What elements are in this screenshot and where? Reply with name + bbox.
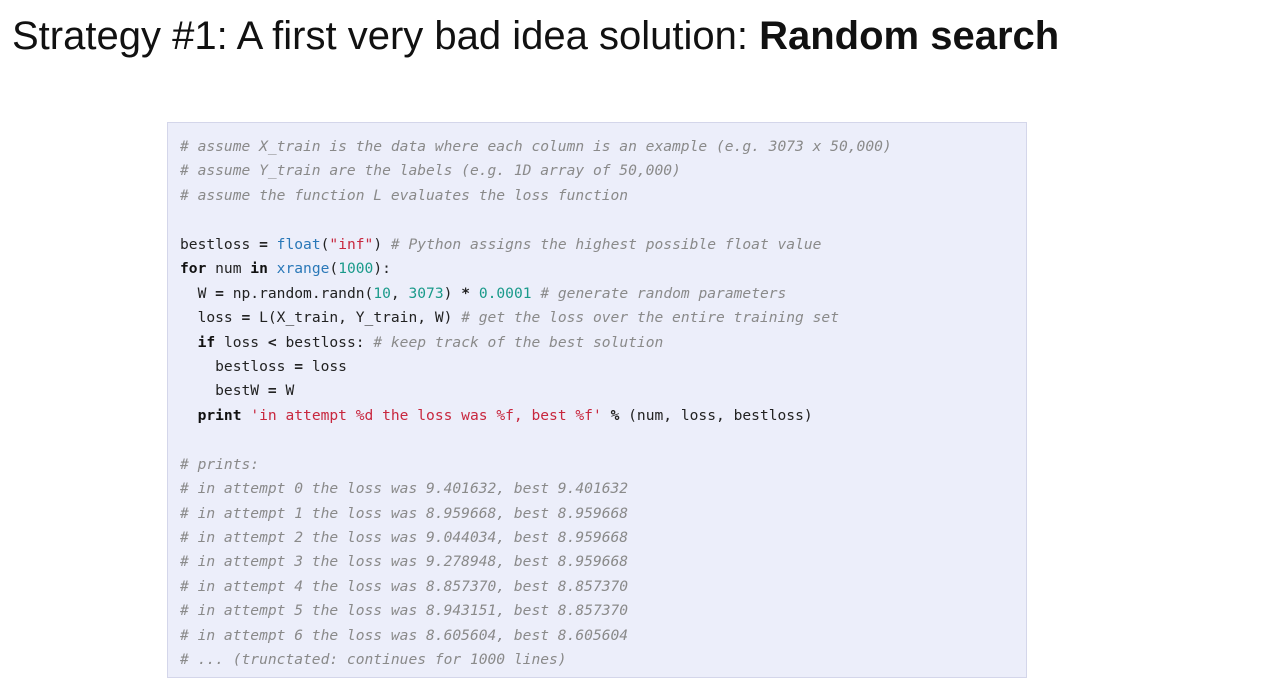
- code-token: [470, 285, 479, 302]
- code-comment: # generate random parameters: [540, 284, 787, 302]
- code-comment: # in attempt 2 the loss was 9.044034, be…: [180, 529, 629, 546]
- code-builtin: float: [276, 235, 321, 253]
- code-line-output: # in attempt 0 the loss was 9.401632, be…: [180, 477, 1026, 501]
- code-keyword: print: [197, 406, 242, 424]
- code-number: 0.0001: [478, 284, 532, 302]
- code-line-print: print 'in attempt %d the loss was %f, be…: [180, 404, 1026, 428]
- code-comment: # keep track of the best solution: [373, 333, 664, 351]
- code-token: np.random.randn(: [223, 284, 374, 302]
- code-keyword: for: [180, 260, 207, 278]
- code-line-bestloss-init: bestloss = float("inf") # Python assigns…: [180, 233, 1026, 257]
- code-string: "inf": [329, 235, 374, 253]
- code-comment: # assume the function L evaluates the lo…: [180, 186, 629, 204]
- code-token: [268, 260, 277, 277]
- code-line-output: # in attempt 5 the loss was 8.943151, be…: [180, 599, 1026, 623]
- code-line-output: # in attempt 3 the loss was 9.278948, be…: [180, 550, 1026, 574]
- code-operator: =: [294, 357, 304, 375]
- code-line-random-w: W = np.random.randn(10, 3073) * 0.0001 #…: [180, 282, 1026, 306]
- code-line-comment-2: # assume Y_train are the labels (e.g. 1D…: [180, 159, 1026, 183]
- code-line-loss: loss = L(X_train, Y_train, W) # get the …: [180, 306, 1026, 330]
- code-comment: # in attempt 4 the loss was 8.857370, be…: [180, 577, 629, 595]
- code-token: loss: [180, 309, 242, 327]
- code-operator: =: [215, 284, 224, 302]
- code-number: 1000: [338, 260, 374, 278]
- code-comment: # get the loss over the entire training …: [461, 309, 839, 327]
- code-line-output: # in attempt 1 the loss was 8.959668, be…: [180, 502, 1026, 526]
- code-line-output: # in attempt 2 the loss was 9.044034, be…: [180, 526, 1026, 550]
- code-block: # assume X_train is the data where each …: [167, 122, 1027, 678]
- code-comment: # assume X_train is the data where each …: [180, 138, 892, 155]
- code-token: (num, loss, bestloss): [619, 406, 813, 424]
- code-comment: # in attempt 6 the loss was 8.605604, be…: [180, 626, 629, 644]
- code-line-comment-1: # assume X_train is the data where each …: [180, 135, 1026, 159]
- code-token: num: [206, 260, 251, 278]
- code-operator: =: [241, 309, 251, 327]
- slide-title: Strategy #1: A first very bad idea solut…: [12, 12, 1059, 60]
- code-line-output: # prints:: [180, 453, 1026, 477]
- code-operator: *: [461, 284, 471, 302]
- code-operator: =: [259, 235, 268, 253]
- slide-title-prefix: Strategy #1: A first very bad idea solut…: [12, 14, 760, 58]
- code-token: bestloss: [180, 357, 295, 375]
- code-line-output: # in attempt 6 the loss was 8.605604, be…: [180, 624, 1026, 648]
- code-comment: # in attempt 1 the loss was 8.959668, be…: [180, 504, 629, 522]
- code-comment: # in attempt 0 the loss was 9.401632, be…: [180, 480, 629, 498]
- code-token: bestloss: [180, 235, 260, 253]
- code-token: loss: [215, 333, 268, 351]
- code-comment: # prints:: [180, 455, 260, 473]
- code-line-if: if loss < bestloss: # keep track of the …: [180, 331, 1026, 355]
- code-token: (: [320, 235, 330, 253]
- code-token: [602, 407, 611, 424]
- code-token: bestloss:: [276, 333, 374, 351]
- code-token: ): [373, 235, 391, 253]
- code-line-blank: [180, 428, 1026, 452]
- code-token: ):: [373, 260, 391, 278]
- code-operator: <: [267, 333, 277, 351]
- code-token: [180, 407, 198, 424]
- code-comment: # in attempt 5 the loss was 8.943151, be…: [180, 602, 629, 620]
- code-token: ,: [390, 284, 409, 302]
- code-string: 'in attempt %d the loss was %f, best %f': [250, 406, 602, 424]
- code-comment: # assume Y_train are the labels (e.g. 1D…: [180, 162, 681, 180]
- code-operator: %: [610, 406, 620, 424]
- code-line-output: # in attempt 4 the loss was 8.857370, be…: [180, 575, 1026, 599]
- code-comment: # Python assigns the highest possible fl…: [390, 235, 822, 253]
- code-token: W: [276, 382, 295, 400]
- code-token: W: [180, 284, 216, 302]
- code-keyword: if: [197, 333, 216, 351]
- code-token: (: [329, 260, 339, 278]
- code-number: 3073: [408, 284, 444, 302]
- code-line-bestloss-assign: bestloss = loss: [180, 355, 1026, 379]
- slide-title-bold: Random search: [759, 14, 1060, 58]
- code-token: [180, 334, 198, 351]
- code-token: ): [443, 284, 462, 302]
- code-builtin: xrange: [276, 260, 330, 278]
- code-comment: # in attempt 3 the loss was 9.278948, be…: [180, 553, 629, 571]
- code-token: bestW: [180, 382, 268, 400]
- code-line-bestw-assign: bestW = W: [180, 379, 1026, 403]
- code-line-for-loop: for num in xrange(1000):: [180, 257, 1026, 281]
- code-line-blank: [180, 208, 1026, 232]
- code-line-output: # ... (trunctated: continues for 1000 li…: [180, 648, 1026, 672]
- code-keyword: in: [250, 260, 268, 278]
- code-operator: =: [267, 382, 277, 400]
- code-token: [268, 236, 277, 253]
- code-token: [532, 285, 541, 302]
- code-token: L(X_train, Y_train, W): [250, 309, 462, 327]
- code-line-comment-3: # assume the function L evaluates the lo…: [180, 184, 1026, 208]
- code-token: [242, 407, 251, 424]
- code-comment: # ... (trunctated: continues for 1000 li…: [180, 651, 567, 669]
- code-number: 10: [373, 284, 391, 302]
- code-token: loss: [303, 357, 347, 375]
